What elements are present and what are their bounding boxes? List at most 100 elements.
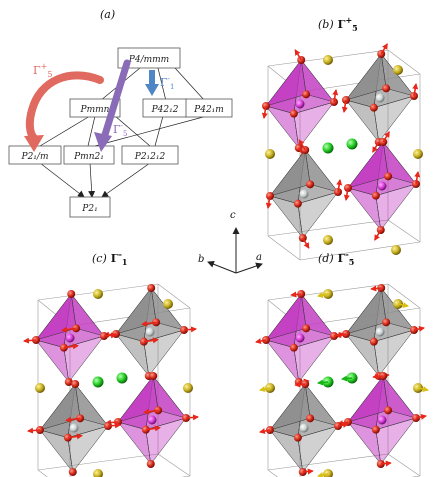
b-site-atom [299, 423, 309, 433]
oxygen-atom [302, 90, 311, 99]
octahedron-face [297, 425, 339, 473]
crystal-structure-b [261, 43, 423, 261]
tree-node-p4mmm: P4/mmm [117, 47, 181, 69]
axis-a-label: a [256, 252, 262, 263]
node-label: P42₁m [193, 105, 224, 115]
unit-cell-edge [267, 235, 301, 261]
displacement-arrow [380, 43, 388, 55]
unit-cell-edge [157, 283, 191, 309]
a-site-atom [265, 149, 275, 159]
node-label: P2₁ [81, 204, 97, 214]
displacement-arrow [23, 337, 37, 344]
tree-node-pmn21: Pmn2₁ [63, 145, 115, 165]
displacement-arrow [145, 425, 161, 432]
displacement-arrow [337, 422, 349, 428]
displacement-arrow [290, 291, 302, 298]
gamma5plus-label: Γ+5 [33, 62, 52, 79]
displacement-arrow [27, 427, 41, 434]
oxygen-atom [67, 290, 76, 298]
axis-c-label: c [230, 210, 236, 221]
displacement-arrow [265, 195, 272, 209]
displacement-arrow [317, 379, 329, 386]
b-site-atom [375, 93, 385, 103]
displacement-arrow [302, 468, 314, 475]
octahedron-face [265, 293, 307, 341]
gamma5plus-arrow: Γ+5 [24, 62, 104, 152]
displacement-arrow [294, 49, 302, 61]
center-atom [346, 138, 358, 150]
tree-node-pmmn: Pmmn [69, 98, 121, 118]
displacement-arrow [259, 428, 271, 434]
octahedron [265, 59, 335, 149]
a-site-atom [413, 149, 423, 159]
displacement-arrow [103, 332, 117, 339]
octahedron-face [375, 183, 417, 231]
node-label: P42₁2 [151, 105, 179, 115]
gamma5minus-label: Γ-5 [113, 122, 127, 138]
b-site-atom [295, 333, 305, 343]
crystal-structure-d [255, 283, 429, 477]
displacement-arrow [343, 187, 350, 201]
a-site-atom [323, 235, 333, 245]
axis-b-label: b [198, 254, 204, 265]
octahedron [347, 141, 417, 231]
octahedron-face [269, 149, 311, 197]
displacement-arrow [65, 416, 81, 423]
gamma5minus-arrow: Γ-5 [94, 59, 131, 152]
oxygen-atom [384, 172, 393, 181]
displacement-arrow [374, 229, 382, 241]
b-site-atom [147, 415, 157, 425]
oxygen-atom [147, 284, 156, 292]
octahedron [347, 375, 417, 465]
octahedron [117, 375, 187, 465]
octahedron-face [375, 417, 417, 465]
oxygen-atom [369, 337, 378, 346]
octahedron [345, 53, 415, 143]
oxygen-atom [369, 103, 378, 112]
displacement-arrow [259, 386, 271, 392]
displacement-arrow [413, 326, 425, 332]
displacement-arrow [183, 326, 197, 333]
oxygen-atom [146, 460, 155, 468]
octahedron [345, 287, 415, 377]
unit-cell-edge [267, 219, 389, 237]
oxygen-atom [371, 191, 380, 200]
a-site-atom [391, 245, 401, 255]
unit-cell-edge [387, 453, 421, 477]
tree-node-p212121: P2₁2₁2 [121, 145, 179, 165]
a-site-atom [35, 383, 45, 393]
displacement-arrow [294, 381, 306, 388]
displacement-arrow [317, 292, 329, 298]
panel-c: (c)Γ-1 [23, 249, 199, 477]
octahedron-face [345, 287, 387, 335]
displacement-arrow [415, 414, 427, 420]
center-atom [116, 372, 128, 384]
oxygen-atom [71, 380, 80, 388]
a-site-atom [163, 299, 173, 309]
oxygen-atom [289, 109, 298, 118]
panel-b: (b)Γ+5 [261, 15, 423, 261]
displacement-arrow [298, 139, 306, 151]
node-label: Pmn2₁ [73, 152, 104, 162]
displacement-arrow [417, 386, 429, 392]
oxygen-atom [306, 180, 315, 189]
a-site-atom [323, 469, 333, 477]
displacement-arrow [336, 179, 343, 193]
oxygen-atom [371, 425, 380, 434]
displacement-arrow [382, 131, 390, 143]
displacement-arrow [61, 326, 77, 333]
gamma1minus-label: Γ-1 [160, 75, 174, 91]
octahedron-face [297, 191, 339, 239]
unit-cell-edge [267, 469, 278, 477]
center-atom [322, 142, 334, 154]
node-label: Pmmn [80, 105, 110, 115]
displacement-arrow [67, 433, 83, 440]
displacement-arrow [414, 171, 421, 185]
panel-d-label: (d)Γ-5 [318, 249, 354, 267]
displacement-arrow [143, 408, 159, 415]
tree-node-p21: P2₁ [69, 196, 111, 218]
oxygen-atom [68, 468, 77, 476]
octahedron-face [345, 53, 387, 101]
oxygen-atom [289, 343, 298, 352]
